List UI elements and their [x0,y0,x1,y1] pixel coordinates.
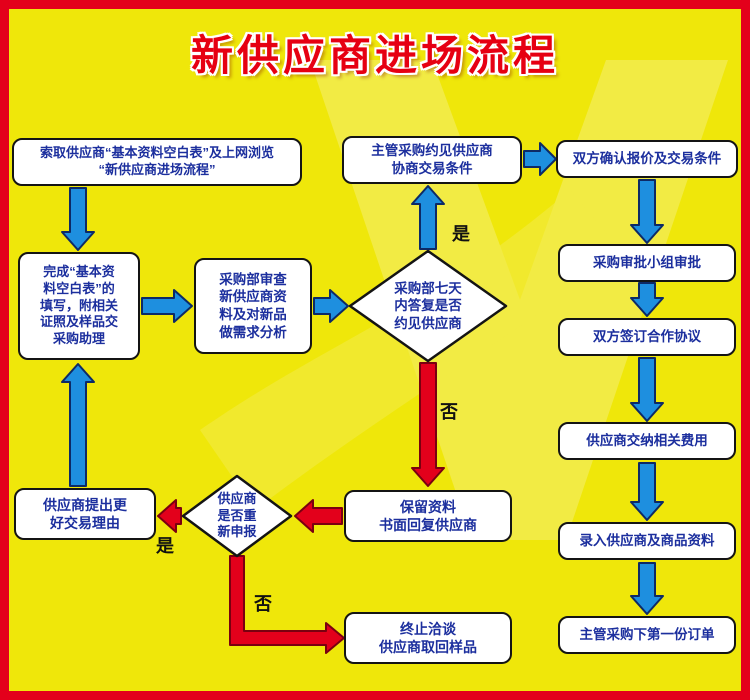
node-approval-team: 采购审批小组审批 [558,244,736,282]
arrow-reapply-to-terminate [229,555,345,654]
arrow-keep-to-reapply [294,499,343,533]
arrow-approve-to-sign [630,282,664,317]
node-confirm-price-terms: 双方确认报价及交易条件 [556,140,738,178]
arrow-sign-to-fee [630,357,664,422]
node-purchasing-review: 采购部审查 新供应商资 料及对新品 做需求分析 [194,258,312,354]
decision-reapply: 供应商 是否重 新申报 [217,490,257,540]
diamond-reapply-decision [181,474,293,558]
node-complete-blank-form: 完成“基本资 料空白表”的 填写，附相关 证照及样品交 采购助理 [18,252,140,360]
node-keep-data-reply: 保留资料 书面回复供应商 [344,490,512,542]
arrow-invite-to-confirm [523,142,557,176]
arrow-reapply-to-reason [157,499,182,533]
label-no-bottom: 否 [440,402,458,422]
node-better-terms-reason: 供应商提出更 好交易理由 [14,488,156,540]
arrow-fee-to-record [630,462,664,521]
label-yes-left: 是 [156,536,174,556]
label-no-corner: 否 [254,594,272,614]
arrow-review-to-decision [313,289,349,323]
node-pay-fees: 供应商交纳相关费用 [558,422,736,460]
arrow-decision-to-invite [411,185,445,250]
node-terminate-talks: 终止洽谈 供应商取回样品 [344,612,512,664]
arrow-reason-to-complete [61,363,95,487]
page-title: 新供应商进场流程 [190,32,559,79]
node-first-order: 主管采购下第一份订单 [558,616,736,654]
arrow-request-to-complete [61,187,95,251]
node-manager-invite-supplier: 主管采购约见供应商 协商交易条件 [342,136,522,184]
node-sign-agreement: 双方签订合作协议 [558,318,736,356]
arrow-confirm-to-approve [630,179,664,244]
arrow-complete-to-review [141,289,193,323]
diamond-reply-decision [348,249,508,363]
arrow-record-to-order [630,562,664,615]
decision-reply-seven-days: 采购部七天 内答复是否 约见供应商 [394,280,462,331]
arrow-decision-to-keep [411,362,445,487]
node-record-supplier-data: 录入供应商及商品资料 [558,522,736,560]
label-yes-top: 是 [452,224,470,244]
node-request-blank-form: 索取供应商“基本资料空白表”及上网浏览 “新供应商进场流程” [12,138,302,186]
